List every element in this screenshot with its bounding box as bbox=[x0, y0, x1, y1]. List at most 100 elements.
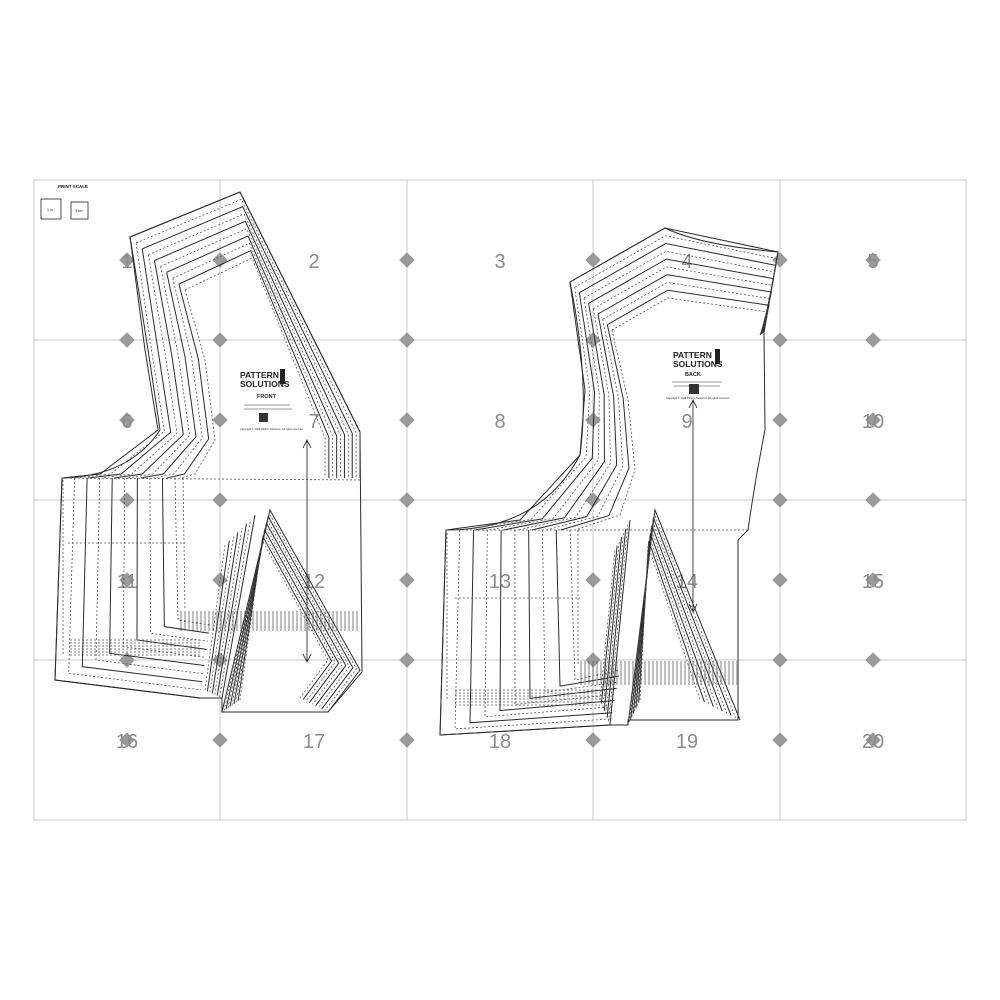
size-line bbox=[204, 544, 226, 691]
alignment-diamond bbox=[212, 572, 228, 588]
size-line bbox=[574, 329, 636, 531]
alignment-diamond bbox=[399, 732, 415, 748]
size-line bbox=[221, 514, 256, 699]
alignment-diamond bbox=[212, 412, 228, 428]
size-line bbox=[603, 537, 622, 711]
back-copyright: Copyright © 2022 Pattern Solutions. All … bbox=[666, 396, 730, 400]
size-line bbox=[484, 529, 614, 718]
size-line bbox=[227, 518, 350, 709]
page-number: 10 bbox=[862, 411, 884, 433]
size-line bbox=[109, 477, 205, 667]
alignment-diamond bbox=[772, 492, 788, 508]
back-dart-lines bbox=[599, 508, 741, 726]
back-bodice-size-lines bbox=[445, 227, 779, 531]
brand-logo bbox=[715, 349, 720, 364]
qr-code bbox=[259, 413, 268, 422]
back-peplum-size-lines bbox=[439, 529, 621, 736]
front-piece-label: PATTERN SOLUTIONS FRONT Copyright © 2022… bbox=[240, 369, 304, 431]
size-line bbox=[148, 213, 349, 478]
size-line bbox=[135, 198, 357, 478]
size-line bbox=[499, 529, 615, 712]
size-line bbox=[219, 519, 252, 697]
size-line bbox=[81, 477, 203, 683]
alignment-diamond bbox=[772, 652, 788, 668]
brand-logo bbox=[280, 369, 285, 384]
size-line bbox=[179, 289, 216, 479]
alignment-diamond bbox=[865, 732, 881, 748]
tile-grid bbox=[33, 179, 967, 821]
page-number: 3 bbox=[494, 251, 505, 273]
back-brand-line2: SOLUTIONS bbox=[673, 359, 723, 369]
front-brand-line2: SOLUTIONS bbox=[240, 379, 290, 389]
size-line bbox=[517, 308, 611, 531]
size-line bbox=[636, 537, 710, 706]
size-line bbox=[528, 529, 617, 699]
size-line bbox=[605, 532, 624, 715]
size-line bbox=[460, 287, 591, 531]
size-line bbox=[122, 477, 206, 658]
front-bodice-size-lines bbox=[61, 191, 361, 479]
back-grainline-arrow bbox=[688, 398, 698, 614]
size-line bbox=[569, 529, 621, 681]
size-line bbox=[75, 242, 165, 479]
qr-code bbox=[689, 384, 699, 394]
page-number: 20 bbox=[862, 731, 884, 753]
size-line bbox=[628, 513, 736, 723]
size-line bbox=[88, 248, 172, 479]
alignment-diamond bbox=[585, 732, 601, 748]
alignment-diamond bbox=[399, 412, 415, 428]
size-line bbox=[474, 292, 596, 531]
size-line bbox=[239, 538, 329, 701]
back-brand-line1: PATTERN bbox=[673, 350, 712, 360]
page-number: 16 bbox=[116, 731, 138, 753]
front-outline bbox=[54, 191, 363, 713]
inch-square bbox=[40, 198, 62, 220]
alignment-diamond bbox=[865, 492, 881, 508]
alignment-diamond bbox=[772, 412, 788, 428]
size-line bbox=[114, 260, 184, 479]
alignment-diamond bbox=[399, 252, 415, 268]
size-line bbox=[178, 249, 330, 478]
size-line bbox=[574, 235, 778, 333]
size-line bbox=[206, 540, 230, 692]
size-line bbox=[161, 477, 209, 634]
alignment-diamond bbox=[865, 652, 881, 668]
size-line bbox=[172, 242, 334, 478]
front-waist-line bbox=[61, 477, 361, 481]
print-scale: PRINT SCALE 1 in 3 cm bbox=[40, 184, 89, 220]
inch-square-label: 1 in bbox=[47, 208, 53, 212]
size-line bbox=[127, 266, 191, 479]
size-line bbox=[599, 549, 616, 701]
size-line bbox=[101, 254, 178, 479]
size-line bbox=[211, 532, 239, 694]
size-line bbox=[166, 283, 210, 479]
size-line bbox=[95, 477, 204, 675]
back-pattern-piece: PATTERN SOLUTIONS BACK Copyright © 2022 … bbox=[439, 227, 779, 736]
size-line bbox=[514, 529, 616, 705]
front-pattern-piece: PATTERN SOLUTIONS FRONT Copyright © 2022… bbox=[54, 191, 363, 713]
size-line bbox=[233, 528, 340, 705]
size-line bbox=[154, 220, 345, 478]
size-line bbox=[503, 303, 605, 531]
back-piece-label: PATTERN SOLUTIONS BACK Copyright © 2022 … bbox=[666, 349, 730, 400]
alignment-diamond bbox=[399, 332, 415, 348]
size-line bbox=[221, 508, 361, 713]
alignment-diamond bbox=[212, 252, 228, 268]
size-line bbox=[639, 544, 701, 701]
page-number: 2 bbox=[308, 251, 319, 273]
size-line bbox=[635, 533, 714, 709]
page-number: 6 bbox=[121, 411, 132, 433]
size-line bbox=[638, 540, 705, 703]
alignment-diamond bbox=[865, 572, 881, 588]
size-line bbox=[531, 313, 618, 531]
size-line bbox=[129, 191, 361, 478]
alignment-diamond bbox=[772, 332, 788, 348]
alignment-diamond bbox=[399, 492, 415, 508]
page-number: 19 bbox=[676, 731, 698, 753]
alignment-diamond bbox=[772, 572, 788, 588]
size-line bbox=[602, 282, 771, 335]
size-line bbox=[632, 525, 723, 714]
alignment-diamond bbox=[865, 332, 881, 348]
